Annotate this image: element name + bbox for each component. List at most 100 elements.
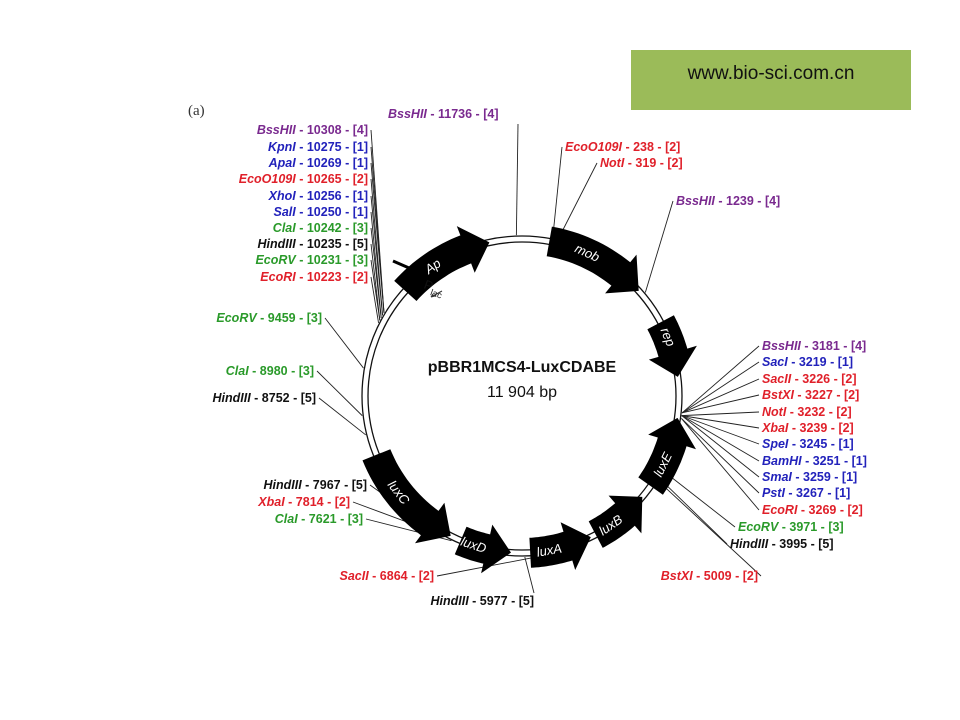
plac-label: Plac [421,277,447,301]
gene-arrow-luxb [588,495,643,548]
site-label-sacii: SacII - 6864 - [2] [340,569,435,583]
leader-line [681,378,760,414]
site-group: [3] [348,512,363,526]
enzyme-name: XbaI [257,495,285,509]
gene-arrow-luxc [362,449,451,544]
site-group: [4] [353,123,368,137]
site-position: - 8752 - [251,391,301,405]
site-label-bamhi: BamHI - 3251 - [1] [762,454,867,468]
site-label-hindiii: HindIII - 5977 - [5] [430,594,534,608]
site-label-smai: SmaI - 3259 - [1] [762,470,857,484]
leader-line [663,471,736,528]
enzyme-name: NotI [762,405,787,419]
enzyme-name: SalI [273,205,296,219]
leader-line [681,361,760,414]
leader-line [524,556,535,594]
enzyme-name: XhoI [268,189,297,203]
site-position: - 10265 - [296,172,353,186]
enzyme-name: NotI [600,156,625,170]
site-position: - 3245 - [788,437,838,451]
site-leader-lines [316,123,762,594]
site-group: [2] [667,156,682,170]
site-position: - 10269 - [296,156,353,170]
leader-line [318,397,367,436]
plac-promoter: Plac [392,259,447,301]
site-position: - 319 - [624,156,667,170]
site-label-clai: ClaI - 8980 - [3] [226,364,314,378]
site-position: - 3232 - [786,405,836,419]
enzyme-name: SacII [762,372,792,386]
site-group: [1] [842,470,857,484]
site-label-bsshii: BssHII - 1239 - [4] [676,194,780,208]
site-label-ecoo109i: EcoO109I - 10265 - [2] [239,172,368,186]
site-label-kpni: KpnI - 10275 - [1] [268,140,368,154]
site-label-ecorv: EcoRV - 3971 - [3] [738,520,844,534]
site-group: [4] [851,339,866,353]
leader-line [659,478,728,545]
site-group: [5] [352,478,367,492]
site-group: [1] [353,156,368,170]
site-group: [2] [844,388,859,402]
site-position: - 10231 - [296,253,353,267]
site-label-clai: ClaI - 7621 - [3] [275,512,363,526]
leader-line [370,259,381,321]
enzyme-name: BssHII [257,123,296,137]
site-group: [2] [353,172,368,186]
leader-line [681,418,760,494]
leader-line [681,418,760,511]
gene-arrow-luxa [529,522,591,570]
site-group: [5] [353,237,368,251]
ring-inner-strand [367,241,677,551]
leader-line [681,415,760,445]
site-position: - 1239 - [715,194,765,208]
site-position: - 3971 - [778,520,828,534]
site-label-sacii: SacII - 3226 - [2] [762,372,857,386]
leader-line [681,411,760,417]
site-label-hindiii: HindIII - 10235 - [5] [258,237,368,251]
site-position: - 6864 - [369,569,419,583]
site-position: - 7967 - [302,478,352,492]
site-group: [2] [743,569,758,583]
leader-line [324,317,364,369]
enzyme-name: KpnI [268,140,296,154]
site-position: - 8980 - [249,364,299,378]
site-position: - 10223 - [296,270,353,284]
site-group: [1] [353,205,368,219]
site-labels: BssHII - 11736 - [4]EcoO109I - 238 - [2]… [212,107,866,608]
site-group: [2] [836,405,851,419]
site-group: [2] [335,495,350,509]
site-group: [2] [665,140,680,154]
site-label-sali: SalI - 10250 - [1] [273,205,368,219]
gene-arrow-ap [394,226,490,301]
enzyme-name: EcoO109I [565,140,623,154]
enzyme-name: BssHII [388,107,427,121]
site-group: [1] [353,140,368,154]
enzyme-name: XbaI [761,421,789,435]
site-position: - 10250 - [296,205,353,219]
enzyme-name: ApaI [268,156,297,170]
site-position: - 5977 - [469,594,519,608]
site-label-bstxi: BstXI - 5009 - [2] [661,569,758,583]
leader-line [681,415,760,429]
enzyme-name: HindIII [263,478,302,492]
watermark-banner: www.bio-sci.com.cn [631,50,911,110]
site-position: - 9459 - [257,311,307,325]
site-position: - 3251 - [802,454,852,468]
site-label-bsshii: BssHII - 3181 - [4] [762,339,866,353]
enzyme-name: EcoRI [762,503,798,517]
site-label-ecori: EcoRI - 10223 - [2] [260,270,368,284]
enzyme-name: HindIII [258,237,297,251]
enzyme-name: SacII [340,569,370,583]
site-label-ecori: EcoRI - 3269 - [2] [762,503,863,517]
site-group: [3] [299,364,314,378]
enzyme-name: BstXI [762,388,794,402]
site-label-ecorv: EcoRV - 10231 - [3] [255,253,368,267]
site-group: [5] [519,594,534,608]
enzyme-name: SacI [762,355,788,369]
leader-line [658,480,762,577]
leader-line [681,415,760,462]
site-position: - 10308 - [296,123,353,137]
site-label-xbai: XbaI - 7814 - [2] [257,495,350,509]
